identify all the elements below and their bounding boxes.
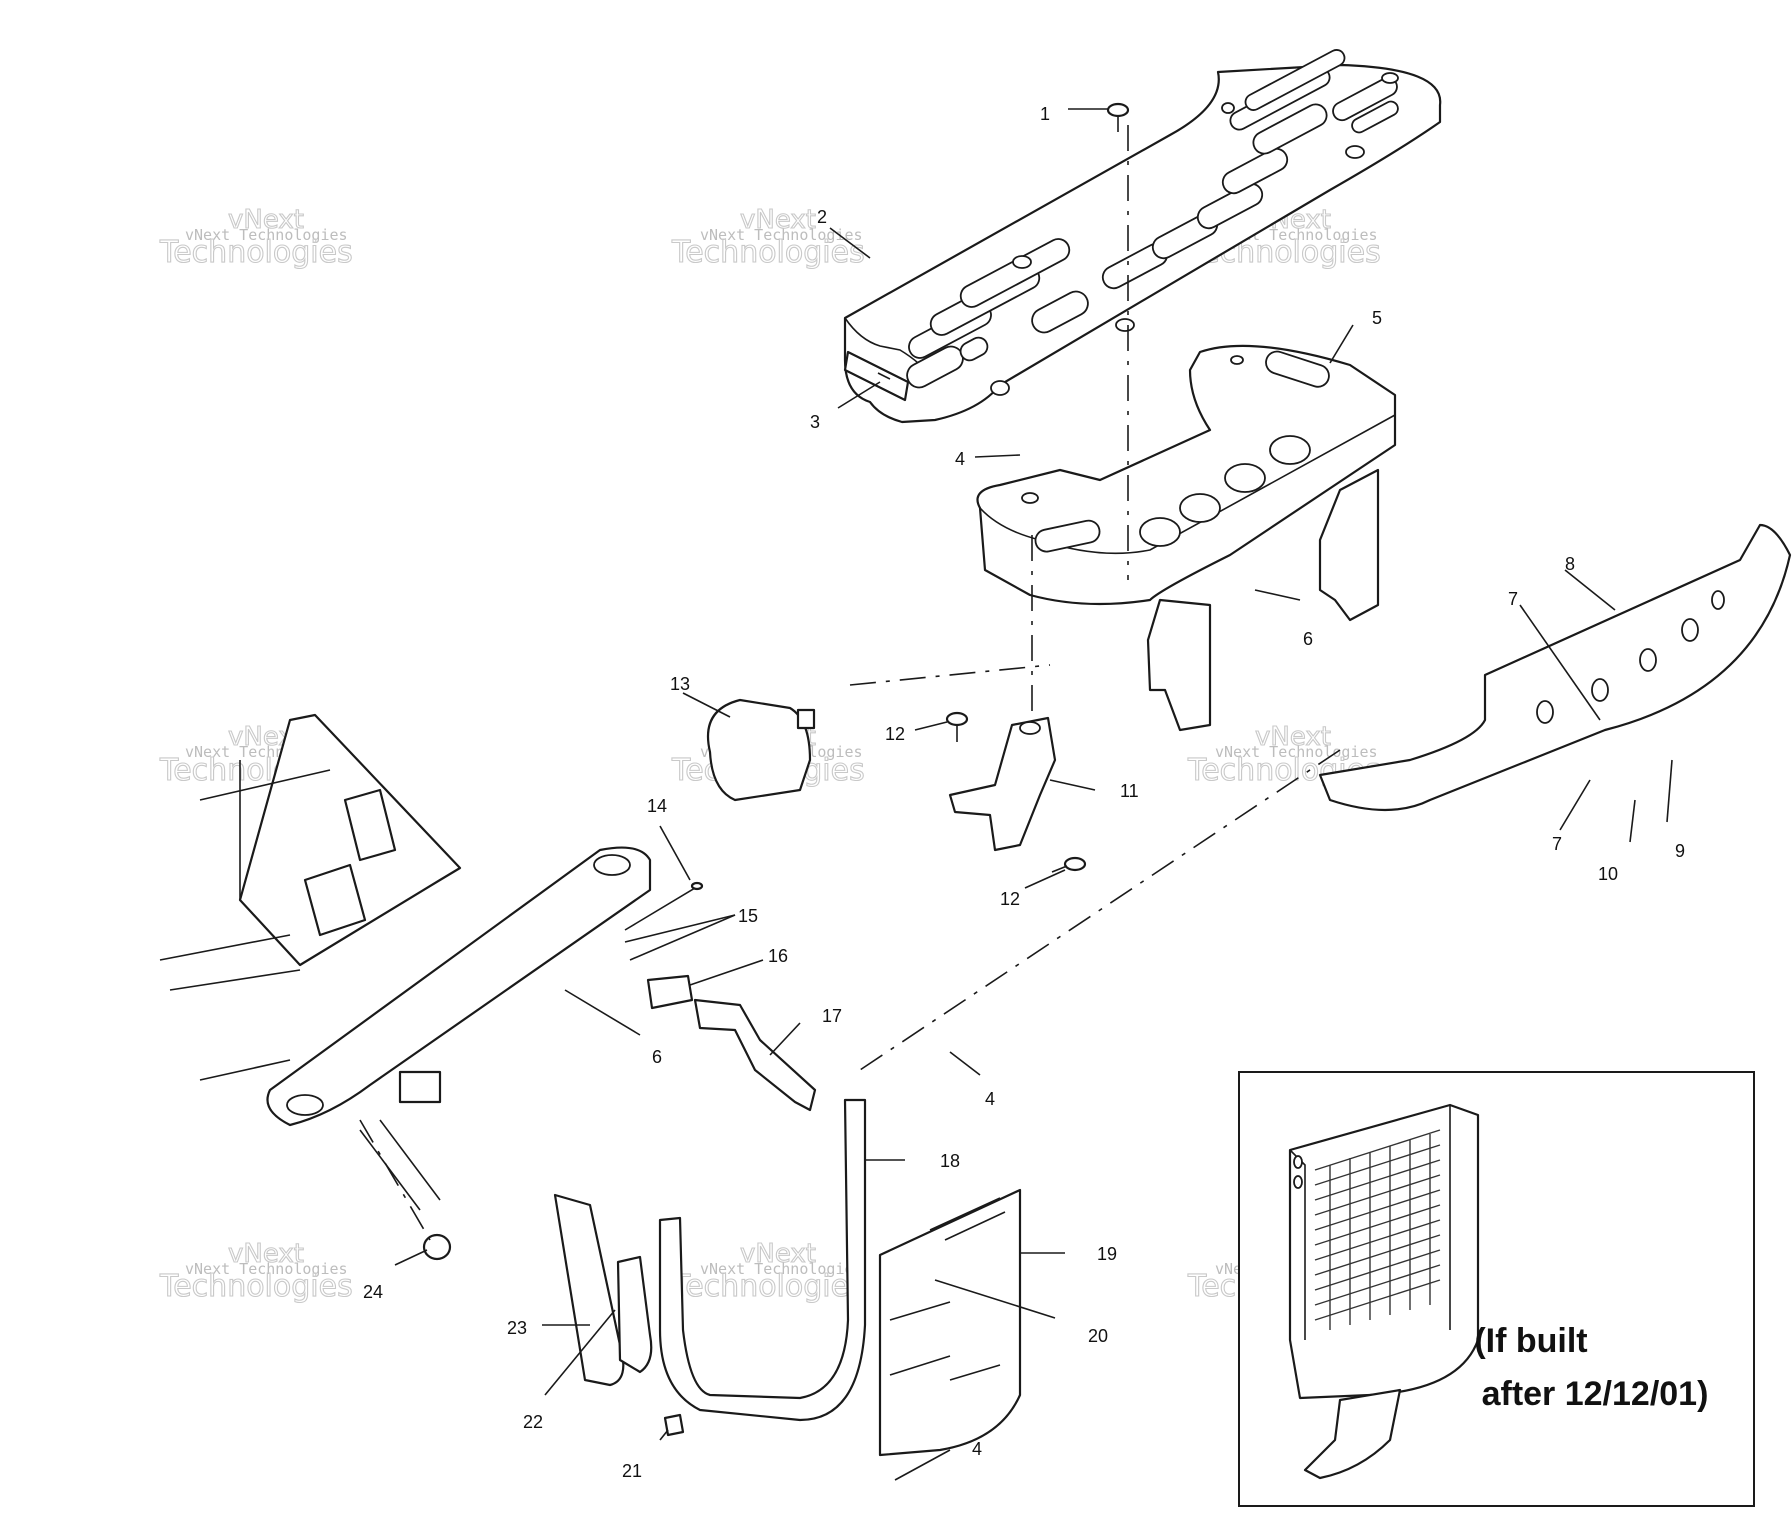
part-tail-light [706,698,816,802]
callout-2: 2 [817,207,827,227]
callout-21: 21 [622,1461,642,1481]
svg-text:vNext Technologies: vNext Technologies [700,226,863,244]
svg-text:vNext: vNext [740,205,816,235]
svg-text:Technologies: Technologies [159,235,353,270]
part-bracket-11 [948,716,1057,852]
part-spacer [646,974,694,1010]
callout-4: 4 [972,1439,982,1459]
callout-18: 18 [940,1151,960,1171]
callout-8: 8 [1565,554,1575,574]
part-bolt-12 [945,711,969,742]
callout-3: 3 [810,412,820,432]
part-bushing [422,1233,452,1261]
part-reflector [843,350,910,402]
assembly-lines [359,125,1341,1241]
callout-16: 16 [768,946,788,966]
callout-6: 6 [1303,629,1313,649]
part-bumper [1318,523,1792,812]
part-bolt-1 [1106,102,1130,132]
svg-text:vNext Technologies: vNext Technologies [700,1260,863,1278]
watermark: vNext vNext Technologies Technologies [670,1238,865,1304]
callout-7: 7 [1508,589,1518,609]
leader-lines [394,108,1673,1481]
callout-labels: 1 2 3 4 5 6 7 8 7 9 10 11 12 12 13 14 15… [363,104,1685,1481]
part-rack-upper [843,49,1442,424]
callout-13: 13 [670,674,690,694]
part-grille [878,1188,1022,1457]
callout-12: 12 [885,724,905,744]
inset-note-line1: (If built [1474,1322,1587,1360]
part-tube [693,998,817,1112]
inset-panel: (If built after 12/12/01) [1238,1071,1755,1507]
part-bolt-12 [1051,856,1087,873]
callout-20: 20 [1088,1326,1108,1346]
callout-1: 1 [1040,104,1050,124]
svg-text:vNext Technologies: vNext Technologies [1215,743,1378,761]
svg-text:vNext: vNext [228,205,304,235]
callout-4: 4 [985,1089,995,1109]
callout-15: 15 [738,906,758,926]
watermark: vNext vNext Technologies Technologies [670,204,865,270]
callout-7: 7 [1552,834,1562,854]
svg-text:vNext: vNext [1255,722,1331,752]
callout-22: 22 [523,1412,543,1432]
callout-5: 5 [1372,308,1382,328]
part-rack-support [976,344,1397,732]
part-u-frame [658,1098,867,1422]
callout-24: 24 [363,1282,383,1302]
callout-23: 23 [507,1318,527,1338]
svg-text:vNext: vNext [740,1239,816,1269]
callout-9: 9 [1675,841,1685,861]
callout-11: 11 [1120,781,1139,801]
svg-text:vNext Technologies: vNext Technologies [185,226,348,244]
part-grille-alt [1288,1103,1480,1480]
part-flap [553,1193,653,1387]
callout-10: 10 [1598,864,1618,884]
callout-12: 12 [1000,889,1020,909]
watermark: vNext vNext Technologies Technologies [158,204,353,270]
svg-text:Technologies: Technologies [671,1269,865,1304]
part-frame [159,713,652,1211]
watermark: vNext vNext Technologies Technologies [158,1238,353,1304]
svg-text:Technologies: Technologies [159,1269,353,1304]
callout-19: 19 [1097,1244,1117,1264]
svg-text:vNext: vNext [228,1239,304,1269]
rack-slots [906,49,1399,396]
callout-4: 4 [955,449,965,469]
callout-17: 17 [822,1006,842,1026]
part-clip [663,1413,685,1437]
svg-text:vNext Technologies: vNext Technologies [185,1260,348,1278]
callout-6: 6 [652,1047,662,1067]
inset-grille-pattern [1314,1129,1441,1330]
watermarks: vNext vNext Technologies Technologies vN… [158,204,1381,1304]
svg-text:Technologies: Technologies [671,235,865,270]
part-bolt-14 [624,881,704,931]
inset-note-line2: after 12/12/01) [1482,1375,1709,1413]
callout-14: 14 [647,796,667,816]
